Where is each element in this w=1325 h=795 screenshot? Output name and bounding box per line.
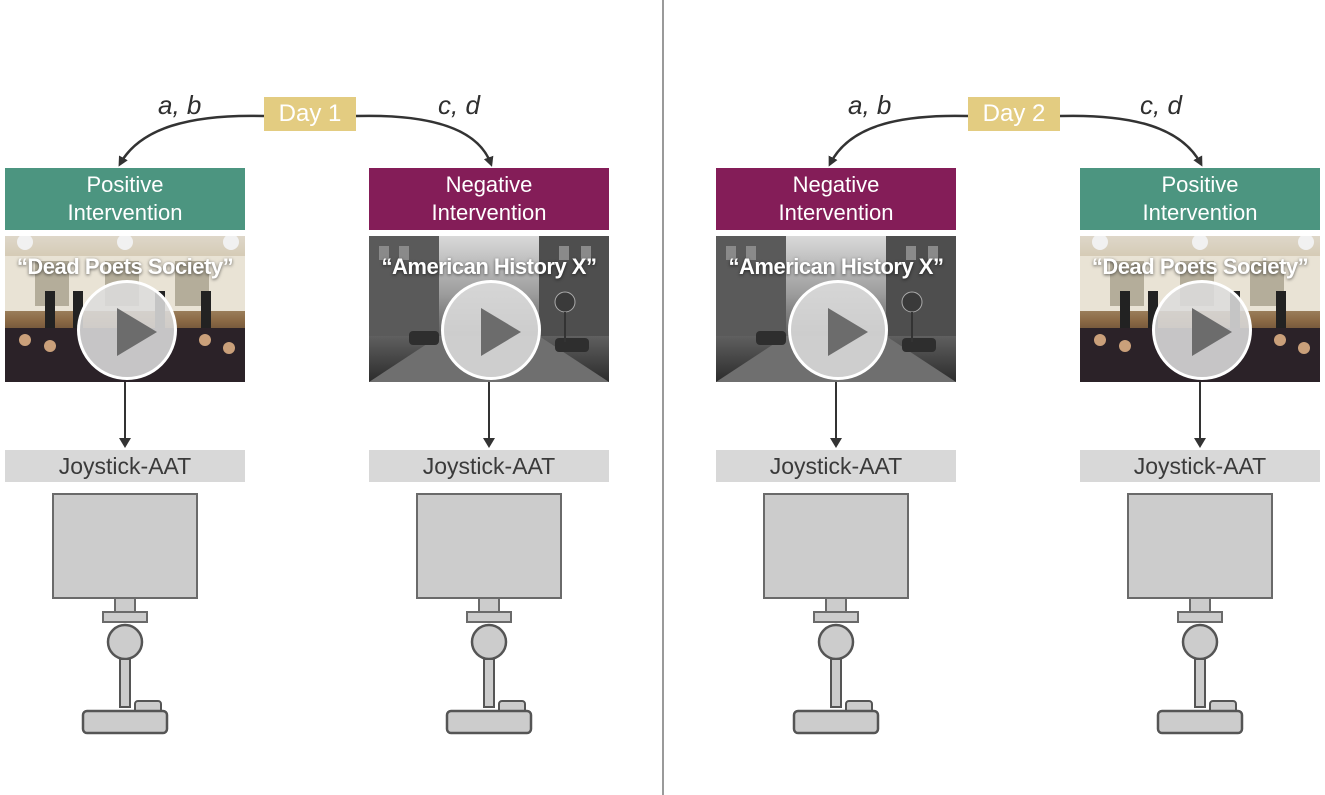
intervention-header: Negative Intervention [716,168,956,230]
task-label: Joystick-AAT [716,450,956,482]
play-button[interactable] [77,280,177,380]
play-icon [828,308,868,356]
day-1-left-label: a, b [158,90,202,120]
day-2-positive-column: Positive Intervention “Dead Poets Societ… [1080,168,1320,738]
film-title: “Dead Poets Society” [1091,254,1309,279]
down-arrow-icon [119,382,131,448]
task-label: Joystick-AAT [5,450,245,482]
intervention-header-line1: Positive [1161,172,1239,197]
day-1-badge: Day 1 [264,97,356,131]
down-arrow-icon [830,382,842,448]
play-button[interactable] [441,280,541,380]
intervention-header-line2: Intervention [778,200,894,225]
video-thumbnail[interactable]: “Dead Poets Society” [1080,236,1320,382]
down-arrow-icon [1194,382,1206,448]
down-arrow-icon [483,382,495,448]
day1-left-arrow [118,114,265,167]
intervention-header-line2: Intervention [67,200,183,225]
intervention-header: Positive Intervention [1080,168,1320,230]
film-title: “Dead Poets Society” [16,254,234,279]
monitor-joystick-icon [52,493,198,735]
task-label: Joystick-AAT [369,450,609,482]
play-icon [1192,308,1232,356]
monitor-joystick-icon [1127,493,1273,735]
video-thumbnail[interactable]: “Dead Poets Society” [5,236,245,382]
play-icon [481,308,521,356]
film-title: “American History X” [381,254,597,279]
day1-right-arrow [355,114,494,167]
street-scene [716,236,956,382]
day2-left-arrow [828,114,969,167]
day-2-badge: Day 2 [968,97,1060,131]
day2-right-arrow [1059,114,1203,167]
day-2-right-label: c, d [1140,90,1182,120]
assignment-arrows [118,114,1203,167]
task-label: Joystick-AAT [1080,450,1320,482]
play-button[interactable] [788,280,888,380]
day-1-positive-column: Positive Intervention “Dead Poets Societ… [5,168,245,738]
intervention-header-line2: Intervention [1142,200,1258,225]
day-1-right-label: c, d [438,90,480,120]
monitor-joystick-icon [763,493,909,735]
intervention-header-line2: Intervention [431,200,547,225]
monitor-joystick-icon [416,493,562,735]
day-1-negative-column: Negative Intervention “American History … [369,168,609,738]
play-icon [117,308,157,356]
video-thumbnail[interactable]: “American History X” [369,236,609,382]
play-button[interactable] [1152,280,1252,380]
video-thumbnail[interactable]: “American History X” [716,236,956,382]
intervention-header-line1: Negative [792,172,880,197]
intervention-header: Positive Intervention [5,168,245,230]
day-2-negative-column: Negative Intervention “American History … [716,168,956,738]
intervention-header: Negative Intervention [369,168,609,230]
intervention-header-line1: Negative [445,172,533,197]
film-title: “American History X” [728,254,944,279]
day-divider [662,0,664,795]
day-2-left-label: a, b [848,90,892,120]
intervention-header-line1: Positive [86,172,164,197]
